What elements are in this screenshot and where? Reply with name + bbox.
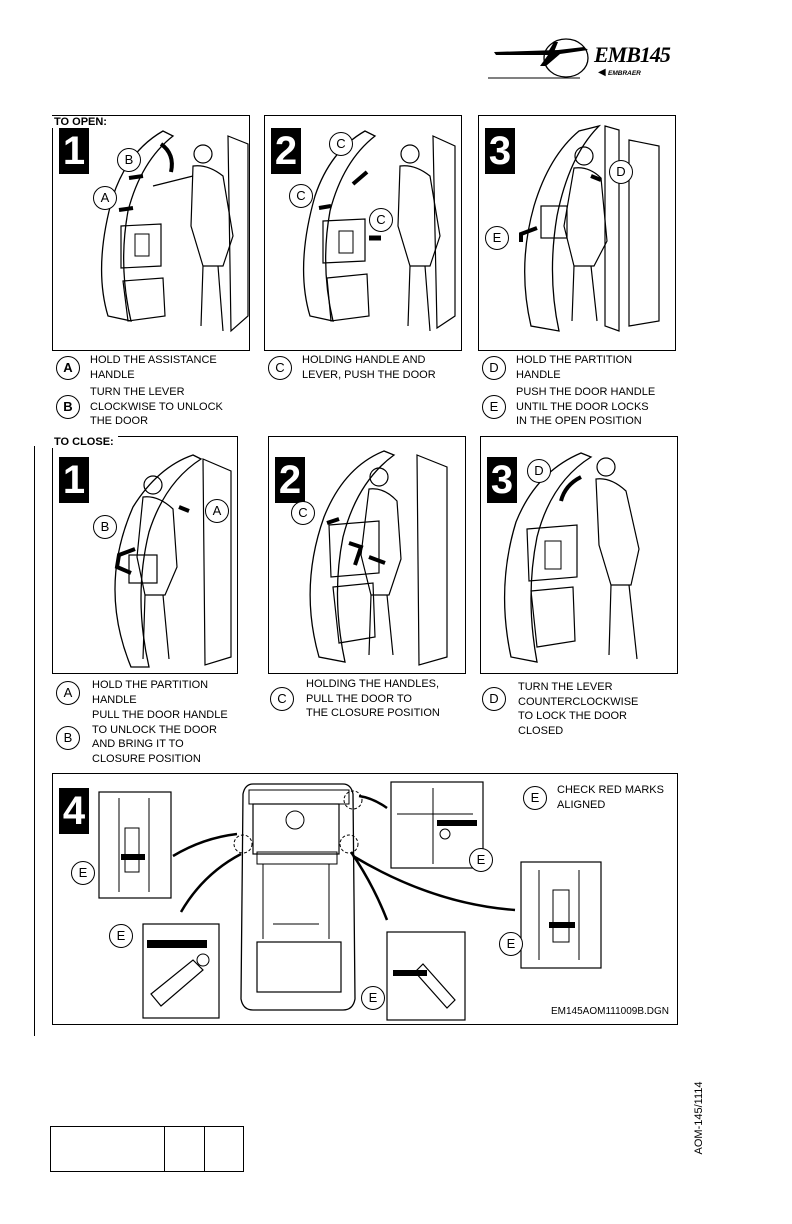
door-unlock-illustration bbox=[114, 454, 232, 668]
callout-a: A bbox=[93, 186, 117, 210]
caption-letter-d: D bbox=[482, 687, 506, 711]
callout-e: E bbox=[485, 226, 509, 250]
callout-e: E bbox=[361, 986, 385, 1010]
to-close-label: TO CLOSE: bbox=[52, 436, 118, 448]
caption-letter-c: C bbox=[270, 687, 294, 711]
caption-letter-a: A bbox=[56, 356, 80, 380]
revision-table bbox=[50, 1126, 244, 1172]
caption-letter-e: E bbox=[482, 395, 506, 419]
open-panel-2: 2 C C C bbox=[264, 115, 462, 351]
caption-letter-a: A bbox=[56, 681, 80, 705]
callout-e: E bbox=[499, 932, 523, 956]
callout-b: B bbox=[117, 148, 141, 172]
callout-b: B bbox=[93, 515, 117, 539]
aircraft-logo-icon bbox=[488, 38, 589, 79]
red-marks-check-illustration bbox=[98, 781, 602, 1021]
step-number: 2 bbox=[275, 457, 305, 503]
callout-e: E bbox=[109, 924, 133, 948]
close-panel-3: 3 D bbox=[480, 436, 678, 674]
arrow-logo-icon: ◀ bbox=[598, 67, 606, 78]
embraer-logo: EMB145 EMBRAER ◀ bbox=[488, 38, 671, 84]
callout-c: C bbox=[291, 501, 315, 525]
step-number: 3 bbox=[487, 457, 517, 503]
callout-d: D bbox=[609, 160, 633, 184]
caption-letter-b: B bbox=[56, 395, 80, 419]
close-panel-2: 2 C bbox=[268, 436, 466, 674]
drawing-reference: EM145AOM111009B.DGN bbox=[551, 1006, 670, 1017]
caption-letter-c: C bbox=[268, 356, 292, 380]
callout-e: E bbox=[71, 861, 95, 885]
callout-c: C bbox=[369, 208, 393, 232]
step-number: 3 bbox=[485, 128, 515, 174]
door-open-position-illustration bbox=[519, 124, 660, 332]
logo-model: EMB145 bbox=[594, 42, 671, 67]
callout-d: D bbox=[527, 459, 551, 483]
door-lock-illustration bbox=[503, 452, 640, 663]
caption-letter-b: B bbox=[56, 726, 80, 750]
step-number: 4 bbox=[59, 788, 89, 834]
caption-letter-d: D bbox=[482, 356, 506, 380]
door-open-illustration bbox=[100, 130, 249, 333]
to-open-label: TO OPEN: bbox=[52, 116, 111, 128]
document-code: AOM-145/1114 bbox=[693, 1081, 705, 1155]
callout-a: A bbox=[205, 499, 229, 523]
revision-bar bbox=[34, 446, 35, 1036]
door-push-illustration bbox=[302, 130, 456, 332]
logo-maker: EMBRAER bbox=[608, 70, 641, 77]
step4-panel: 4 bbox=[52, 773, 678, 1025]
step-number: 1 bbox=[59, 128, 89, 174]
step-number: 2 bbox=[271, 128, 301, 174]
callout-c: C bbox=[289, 184, 313, 208]
close-panel-1: 1 A B bbox=[52, 436, 238, 674]
open-panel-3: 3 D E bbox=[478, 115, 676, 351]
callout-e: E bbox=[469, 848, 493, 872]
step-number: 1 bbox=[59, 457, 89, 503]
callout-c: C bbox=[329, 132, 353, 156]
door-pull-illustration bbox=[309, 450, 448, 666]
open-panel-1: 1 B A bbox=[52, 115, 250, 351]
check-letter: E bbox=[523, 786, 547, 810]
